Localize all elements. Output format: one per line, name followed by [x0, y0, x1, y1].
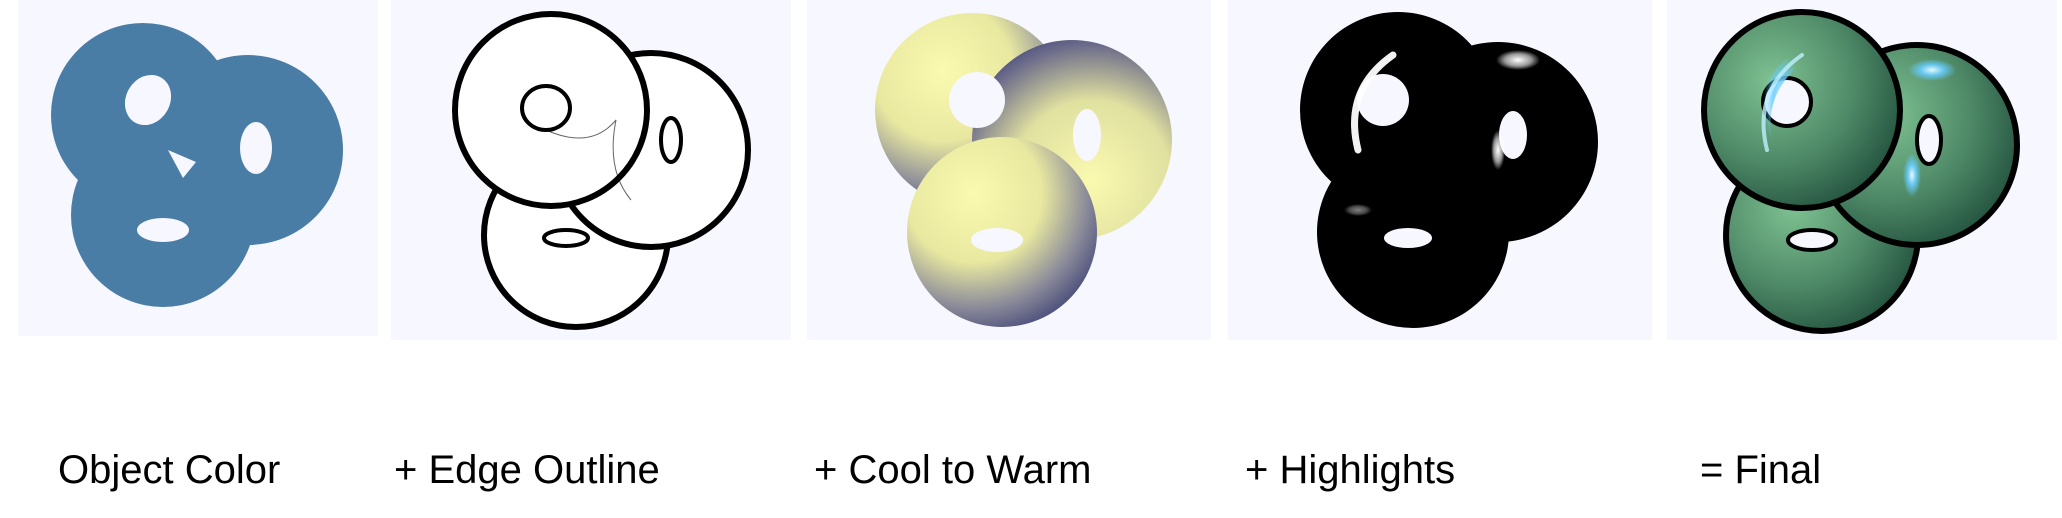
caption-edge-outline: + Edge Outline	[394, 448, 660, 492]
caption-highlights: + Highlights	[1245, 448, 1456, 492]
knot-edge-outline	[391, 0, 791, 340]
knot-highlights	[1228, 0, 1652, 340]
panel-final	[1667, 0, 2057, 346]
knot-cool-to-warm	[807, 0, 1211, 340]
knot-final	[1667, 0, 2057, 340]
knot-object-color	[18, 0, 378, 336]
panel-highlights	[1228, 0, 1652, 346]
panel-object-color	[18, 0, 378, 346]
panel-edge-outline	[391, 0, 791, 346]
caption-object-color: Object Color	[58, 448, 281, 492]
panel-cool-to-warm	[807, 0, 1211, 346]
caption-final: = Final	[1700, 448, 1822, 492]
caption-cool-to-warm: + Cool to Warm	[814, 448, 1092, 492]
